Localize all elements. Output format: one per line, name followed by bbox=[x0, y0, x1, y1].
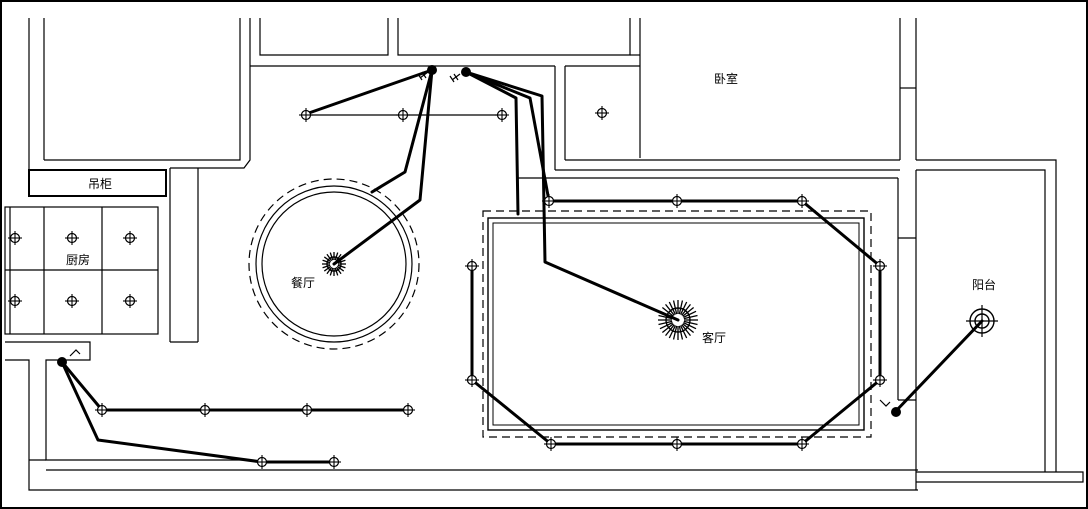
downlight-icon bbox=[95, 403, 109, 417]
downlight-icon bbox=[795, 437, 809, 451]
downlight-icon bbox=[8, 294, 22, 308]
balcony-label: 阳台 bbox=[972, 277, 996, 292]
downlight-icon bbox=[873, 373, 887, 387]
switch-symbol bbox=[69, 349, 81, 357]
downlight-icon bbox=[396, 108, 410, 122]
walls bbox=[4, 18, 1084, 491]
switch-dot-living bbox=[461, 67, 471, 77]
kitchen-grid bbox=[4, 206, 159, 335]
switch-symbol bbox=[417, 71, 429, 81]
downlight-icon bbox=[255, 455, 269, 469]
downlight-icon bbox=[299, 108, 313, 122]
living-label: 客厅 bbox=[702, 330, 726, 345]
switch-dot-balcony bbox=[891, 407, 901, 417]
downlight-icon bbox=[198, 403, 212, 417]
kitchen-label: 厨房 bbox=[66, 252, 90, 267]
hanging-cabinet bbox=[28, 169, 167, 197]
downlight-icon bbox=[123, 231, 137, 245]
bedroom-label: 卧室 bbox=[714, 71, 738, 86]
downlight-icon bbox=[670, 194, 684, 208]
wiring bbox=[60, 68, 984, 464]
dining-ceiling-ring bbox=[248, 178, 420, 350]
downlight-icon bbox=[65, 231, 79, 245]
switch-dot-dining bbox=[427, 65, 437, 75]
downlight-icon bbox=[300, 403, 314, 417]
switches bbox=[57, 65, 901, 417]
downlights bbox=[8, 106, 887, 469]
downlight-icon bbox=[65, 294, 79, 308]
downlight-icon bbox=[795, 194, 809, 208]
downlight-icon bbox=[401, 403, 415, 417]
downlight-icon bbox=[465, 259, 479, 273]
downlight-icon bbox=[123, 294, 137, 308]
living-chandelier-icon bbox=[658, 300, 698, 340]
downlight-icon bbox=[544, 437, 558, 451]
dining-label: 餐厅 bbox=[291, 275, 315, 290]
downlight-icon bbox=[542, 194, 556, 208]
downlight-icon bbox=[8, 231, 22, 245]
downlight-icon bbox=[873, 259, 887, 273]
switch-symbol bbox=[449, 73, 461, 83]
living-ceiling-frame bbox=[482, 210, 872, 438]
downlight-icon bbox=[670, 437, 684, 451]
downlight-icon bbox=[465, 373, 479, 387]
downlight-icon bbox=[595, 106, 609, 120]
dining-chandelier-icon bbox=[322, 252, 346, 276]
cabinet-label: 吊柜 bbox=[88, 177, 112, 191]
downlight-icon bbox=[495, 108, 509, 122]
switch-dot-lower bbox=[57, 357, 67, 367]
balcony-light-icon bbox=[966, 305, 998, 337]
switch-symbol bbox=[879, 399, 891, 407]
downlight-icon bbox=[327, 455, 341, 469]
